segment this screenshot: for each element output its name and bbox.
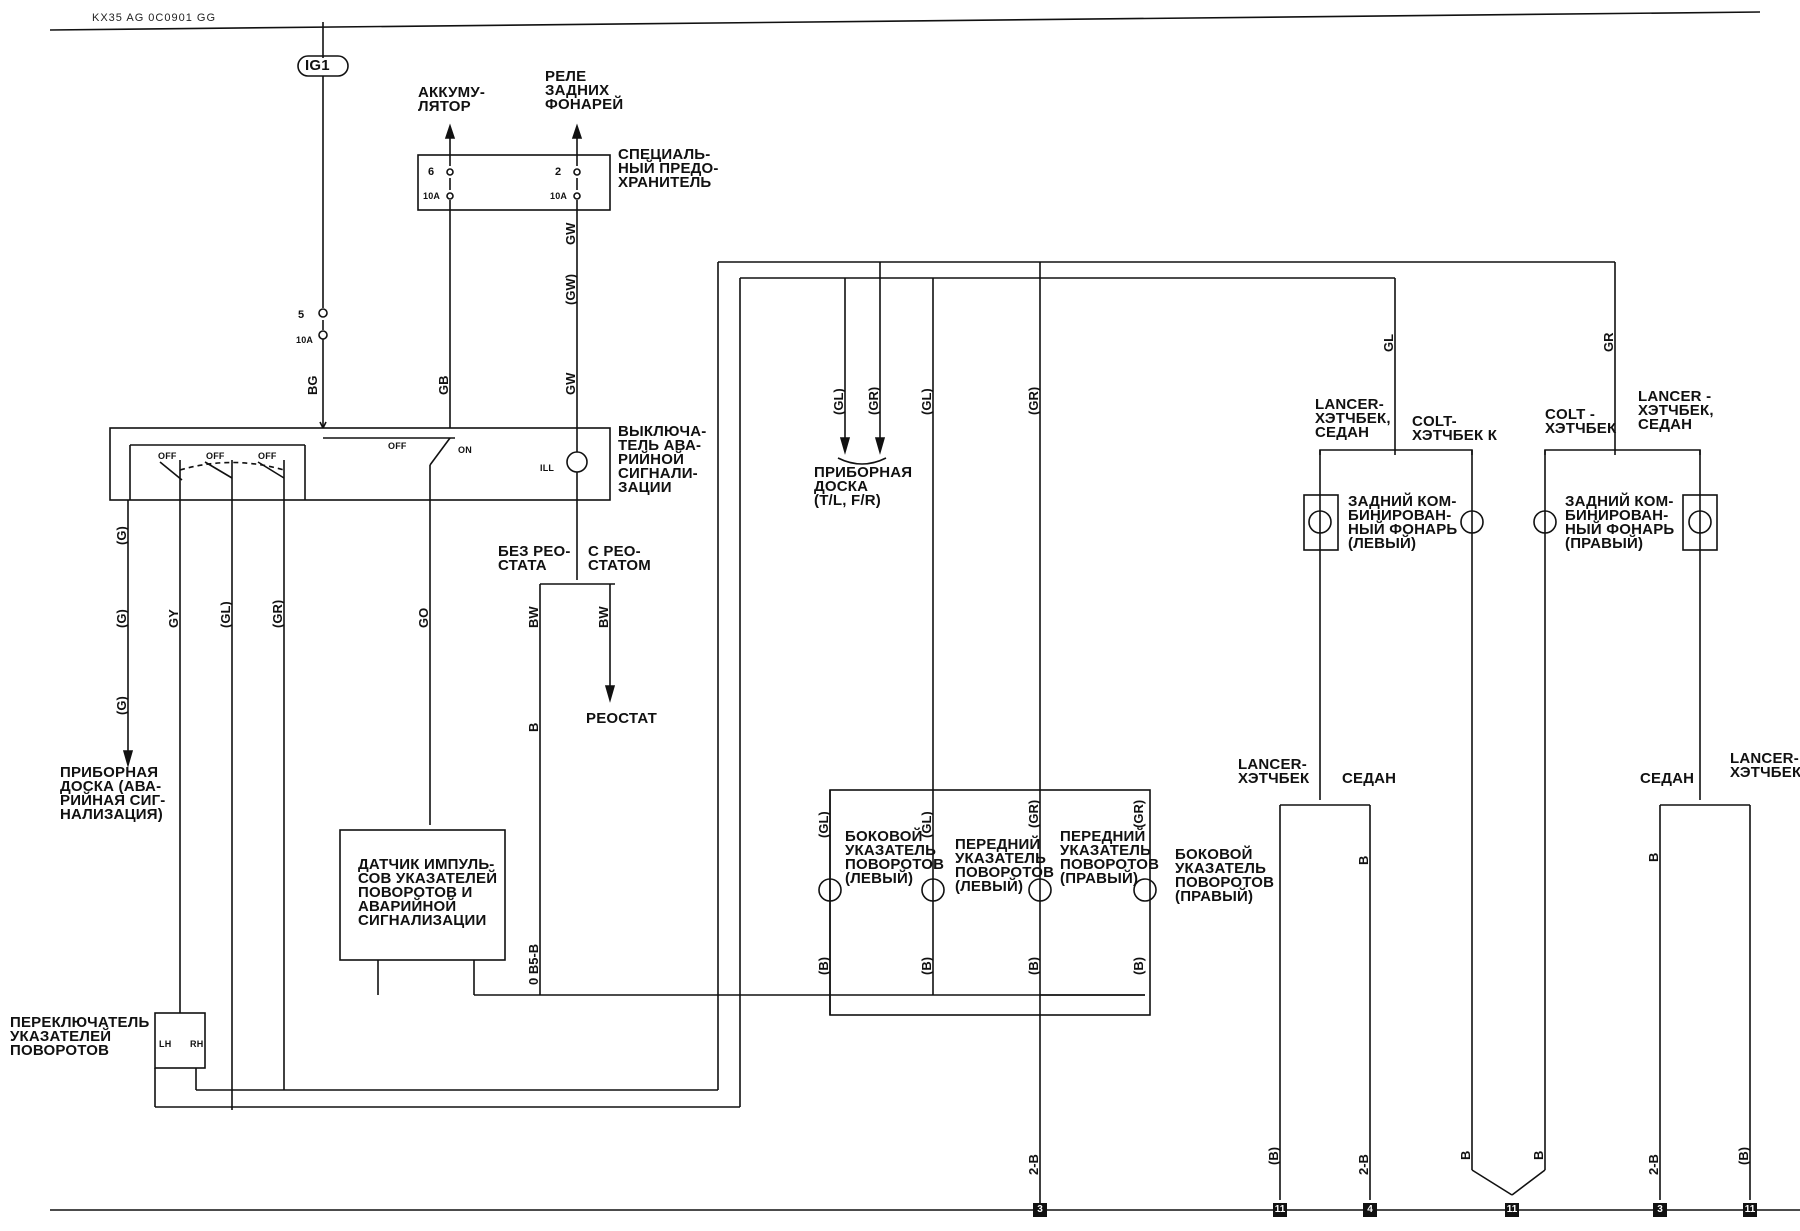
wire-g-1: (G) <box>114 526 129 545</box>
connector-11-c: 11 <box>1743 1203 1757 1217</box>
turn-switch-label: ПЕРЕКЛЮЧАТЕЛЬ УКАЗАТЕЛЕЙ ПОВОРОТОВ <box>10 1014 150 1059</box>
fuse5-amp: 10A <box>296 335 314 345</box>
connector-3-a: 3 <box>1033 1203 1047 1217</box>
wire-gw-mid: (GW) <box>563 273 578 305</box>
side-right-label: БОКОВОЙ УКАЗАТЕЛЬ ПОВОРОТОВ (ПРАВЫЙ) <box>1175 846 1275 905</box>
wire-b: B <box>526 722 541 732</box>
wire-b5b: 0 B5-B <box>526 943 541 985</box>
wire-gw-top: GW <box>563 222 578 245</box>
wire-b-1: (B) <box>816 956 831 975</box>
wire-gl-2: (GL) <box>831 388 846 415</box>
wire-b-6: B <box>1646 852 1661 862</box>
wire-2b-1: 2-B <box>1026 1154 1041 1175</box>
wire-2b-3: 2-B <box>1646 1154 1661 1175</box>
instrument-panel-label: ПРИБОРНАЯ ДОСКА (T/L, F/R) <box>814 464 913 509</box>
colt-hb-left-label: COLT- ХЭТЧБЕК К <box>1412 413 1498 444</box>
rear-right-label: ЗАДНИЙ КОМ- БИНИРОВАН- НЫЙ ФОНАРЬ (ПРАВЫ… <box>1565 493 1675 552</box>
front-right-label: ПЕРЕДНИЙ УКАЗАТЕЛЬ ПОВОРОТОВ (ПРАВЫЙ) <box>1060 828 1160 887</box>
wire-b-9: B <box>1531 1150 1546 1160</box>
connector-4: 4 <box>1363 1203 1377 1217</box>
fuse2-label: 2 <box>555 166 562 178</box>
wire-gr-5: (GR) <box>1131 799 1146 828</box>
wire-gr-3: (GR) <box>1026 386 1041 415</box>
fuse6-amp: 10A <box>423 191 441 201</box>
rear-left-label: ЗАДНИЙ КОМ- БИНИРОВАН- НЫЙ ФОНАРЬ (ЛЕВЫЙ… <box>1348 493 1458 552</box>
wire-gr-1: (GR) <box>270 599 285 628</box>
on-label: ON <box>458 445 472 455</box>
wire-gl-5: (GL) <box>919 811 934 838</box>
header-code: KX35 AG 0C0901 GG <box>92 12 217 24</box>
sedan-bottom-left-label: СЕДАН <box>1342 770 1397 787</box>
off-label-1: OFF <box>158 451 177 461</box>
fuse6-label: 6 <box>428 166 435 178</box>
fuse5-label: 5 <box>298 309 305 321</box>
off-label-4: OFF <box>388 441 407 451</box>
off-label-2: OFF <box>206 451 225 461</box>
wire-bg: BG <box>305 375 320 396</box>
rh-label: RH <box>190 1039 204 1049</box>
wire-gr-top: GR <box>1601 332 1616 353</box>
wire-gl-3: (GL) <box>919 388 934 415</box>
ill-label: ILL <box>540 463 555 473</box>
wire-b-5: B <box>1356 855 1371 865</box>
wire-g-2: (G) <box>114 609 129 628</box>
wire-b-2: (B) <box>919 956 934 975</box>
lancer-hb-sedan-right-label: LANCER - ХЭТЧБЕК, СЕДАН <box>1638 388 1714 433</box>
hazard-switch-label: ВЫКЛЮЧА- ТЕЛЬ АВА- РИЙНОЙ СИГНАЛИ- ЗАЦИИ <box>618 423 707 496</box>
wire-gr-4: (GR) <box>1026 799 1041 828</box>
colt-hb-right-label: COLT - ХЭТЧБЕК <box>1545 406 1617 437</box>
wire-g-3: (G) <box>114 696 129 715</box>
wire-gl-top: GL <box>1381 333 1396 352</box>
wire-bw-1: BW <box>526 606 541 628</box>
wire-bw-2: BW <box>596 606 611 628</box>
wire-b-10: (B) <box>1736 1146 1751 1165</box>
lancer-hb-bottom-right-label: LANCER- ХЭТЧБЕК <box>1730 750 1800 781</box>
connector-3-b: 3 <box>1653 1203 1667 1217</box>
wire-gb: GB <box>436 375 451 396</box>
instrument-hazard-label: ПРИБОРНАЯ ДОСКА (АВА- РИЙНАЯ СИГ- НАЛИЗА… <box>60 764 166 823</box>
fuse2-amp: 10A <box>550 191 568 201</box>
wire-b-4: (B) <box>1131 956 1146 975</box>
lh-label: LH <box>159 1039 172 1049</box>
sedan-bottom-right-label: СЕДАН <box>1640 770 1695 787</box>
wire-b-8: B <box>1458 1150 1473 1160</box>
wire-gy: GY <box>166 609 181 628</box>
connector-11-a: 11 <box>1273 1203 1287 1217</box>
lancer-hb-bottom-left-label: LANCER- ХЭТЧБЕК <box>1238 756 1310 787</box>
wire-2b-2: 2-B <box>1356 1154 1371 1175</box>
wire-gw-low: GW <box>563 372 578 395</box>
side-left-label: БОКОВОЙ УКАЗАТЕЛЬ ПОВОРОТОВ (ЛЕВЫЙ) <box>845 828 945 887</box>
front-left-label: ПЕРЕДНИЙ УКАЗАТЕЛЬ ПОВОРОТОВ (ЛЕВЫЙ) <box>955 836 1055 895</box>
special-fuse-label: СПЕЦИАЛЬ- НЫЙ ПРЕДО- ХРАНИТЕЛЬ <box>618 146 719 191</box>
battery-label: АККУМУ- ЛЯТОР <box>418 84 486 115</box>
ig1-label: IG1 <box>305 57 330 74</box>
flasher-label: ДАТЧИК ИМПУЛЬ- СОВ УКАЗАТЕЛЕЙ ПОВОРОТОВ … <box>358 856 498 929</box>
lancer-hb-sedan-left-label: LANCER- ХЭТЧБЕК, СЕДАН <box>1315 396 1391 441</box>
tail-relay-label: РЕЛЕ ЗАДНИХ ФОНАРЕЙ <box>545 68 624 113</box>
wire-gl-4: (GL) <box>816 811 831 838</box>
no-rheostat-label: БЕЗ РЕО- СТАТА <box>498 543 571 574</box>
connector-11-b: 11 <box>1505 1203 1519 1217</box>
wire-go: GO <box>416 607 431 628</box>
wire-b-7: (B) <box>1266 1146 1281 1165</box>
rheostat-label: РЕОСТАТ <box>586 710 658 727</box>
off-label-3: OFF <box>258 451 277 461</box>
wire-gr-2: (GR) <box>866 386 881 415</box>
wire-gl-1: (GL) <box>218 601 233 628</box>
with-rheostat-label: С РЕО- СТАТОМ <box>588 543 651 574</box>
wire-b-3: (B) <box>1026 956 1041 975</box>
